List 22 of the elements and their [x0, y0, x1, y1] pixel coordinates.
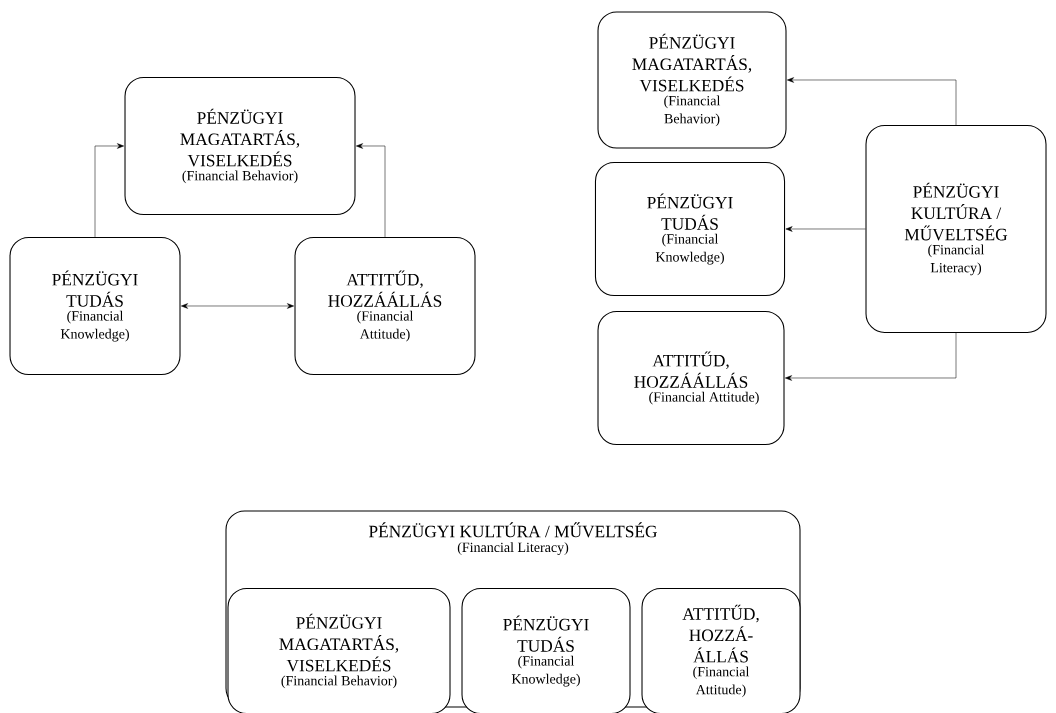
concept-box: PÉNZÜGYI KULTÚRA / MŰVELTSÉG (Financial Literacy): [865, 125, 1047, 333]
arrow: [94, 143, 124, 238]
node-label: (Financial Behavior): [281, 675, 397, 689]
concept-box: PÉNZÜGYI TUDÁS (Financial Knowledge): [594, 161, 786, 297]
concept-box: PÉNZÜGYI MAGATARTÁS, VISELKEDÉS (Financial Behavior): [597, 11, 787, 149]
arrow: [787, 77, 957, 126]
arrow: [785, 332, 957, 381]
node-label: PÉNZÜGYI TUDÁS: [503, 615, 589, 652]
concept-box: PÉNZÜGYI MAGATARTÁS, VISELKEDÉS (Financial Behavior): [227, 587, 451, 713]
arrow: [356, 143, 386, 238]
concept-box: PÉNZÜGYI MAGATARTÁS, VISELKEDÉS (Financial Behavior): [124, 76, 356, 216]
node-label: (Financial Attitude): [693, 666, 750, 698]
concept-box: PÉNZÜGYI TUDÁS (Financial Knowledge): [461, 587, 631, 713]
node-label: PÉNZÜGYI MAGATARTÁS, VISELKEDÉS: [279, 613, 399, 672]
node-label: (Financial Knowledge): [511, 655, 580, 687]
arrow: [181, 303, 294, 309]
concept-box: ATTITŰD, HOZZÁÁLLÁS (Financial Attitude): [294, 236, 476, 376]
concept-box: PÉNZÜGYI TUDÁS (Financial Knowledge): [9, 236, 181, 376]
arrow: [785, 226, 866, 232]
concept-box: ATTITŰD, HOZZÁ- ÁLLÁS (Financial Attitude): [641, 587, 801, 713]
node-label: ATTITŰD, HOZZÁ- ÁLLÁS: [682, 604, 759, 663]
concept-box: ATTITŰD, HOZZÁÁLLÁS (Financial Attitude): [597, 310, 785, 446]
